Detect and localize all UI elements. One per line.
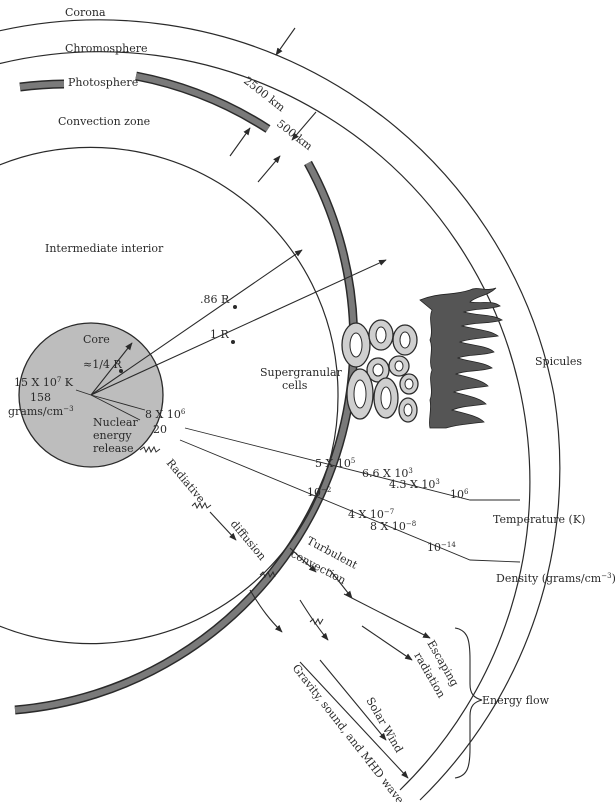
label-photosphere: Photosphere — [68, 76, 138, 89]
label-density-axis: Density (grams/cm−3) — [496, 572, 615, 585]
supergranular-cells — [341, 319, 419, 423]
interior-boundary — [0, 146, 339, 645]
density-value: 10−14 — [427, 541, 456, 554]
thickness-arrows — [229, 27, 317, 183]
label-solar-wind: Solar Wind — [363, 695, 405, 755]
photosphere-band-fill — [135, 73, 270, 132]
radius-086-arrow — [90, 249, 303, 396]
temp-value: 4.3 X 103 — [389, 478, 440, 491]
core-left-pointer — [75, 389, 92, 396]
density-line — [179, 439, 521, 563]
convection-curve-1 — [249, 589, 283, 633]
radiative-squiggle-4 — [309, 617, 324, 626]
density-value: 10−2 — [307, 486, 331, 499]
density-value: 20 — [153, 423, 167, 436]
core-density-pointer — [90, 394, 141, 421]
temp-value: 8 X 106 — [145, 408, 186, 421]
cell — [368, 319, 394, 351]
density-value: 4 X 10−7 — [348, 508, 394, 521]
temp-value: 106 — [450, 488, 469, 501]
core-temp-pointer — [90, 394, 146, 411]
label-release: release — [93, 442, 134, 455]
temp-value: 5 X 105 — [315, 457, 355, 470]
sun-shells — [0, 19, 561, 801]
diffusion-arrow-1 — [209, 511, 237, 541]
solar-symbol-dot — [233, 305, 237, 309]
radiative-squiggle-3 — [259, 570, 276, 579]
profile-lines — [179, 427, 521, 563]
core-radius-arrow — [90, 342, 133, 396]
cell — [373, 377, 399, 419]
label-core: Core — [83, 333, 110, 346]
cell — [399, 373, 419, 395]
cell — [366, 357, 390, 383]
temperature-line — [184, 427, 520, 501]
radius-1-arrow — [90, 259, 387, 396]
label-500-km: 500 km — [274, 117, 315, 153]
cell — [388, 355, 410, 377]
label-energy-flow: Energy flow — [482, 694, 550, 707]
waves-arrow — [299, 661, 409, 779]
cell — [392, 324, 418, 356]
label-supergranular: Supergranular — [260, 366, 343, 379]
photosphere-band-right-fill — [14, 161, 357, 713]
label-radiative: Radiative — [164, 457, 208, 506]
temp-value: 6.6 X 103 — [362, 467, 413, 480]
label-chromosphere: Chromosphere — [65, 42, 147, 55]
label-086-r: .86 R — [200, 293, 230, 306]
label-cells: cells — [282, 379, 308, 392]
label-nuclear: Nuclear — [93, 416, 138, 429]
chromosphere-arrow-top — [275, 27, 296, 56]
escaping-arrow-2 — [361, 625, 413, 661]
solar-symbol-dot — [119, 369, 123, 373]
energy-flow-arrows — [139, 445, 431, 779]
convection-curve-2 — [299, 599, 329, 641]
label-convection-zone: Convection zone — [58, 115, 150, 128]
label-spicules: Spicules — [535, 355, 582, 368]
convection-arrow — [329, 569, 353, 599]
chromosphere-arrow-bottom — [229, 127, 251, 157]
escaping-arrow-1 — [343, 593, 431, 639]
turbulent-arrow — [289, 547, 317, 573]
label-core-density: 158 — [30, 391, 51, 404]
label-core-temperature: 15 X 107 K — [14, 376, 74, 389]
photosphere-band-left-fill — [19, 81, 65, 90]
cell — [398, 397, 418, 423]
label-2500-km: 2500 km — [241, 74, 288, 115]
density-value: 8 X 10−8 — [370, 520, 416, 533]
solar-wind-arrow — [319, 659, 387, 741]
radiative-squiggle-2 — [191, 501, 212, 510]
spicules — [419, 287, 503, 429]
label-corona: Corona — [65, 6, 106, 19]
label-diffusion: diffusion — [228, 518, 269, 563]
label-core-density-unit: grams/cm−3 — [8, 405, 74, 418]
cell — [346, 368, 374, 420]
corona-boundary — [0, 19, 561, 801]
energy-flow-brace — [454, 627, 483, 779]
radius-indicators — [75, 249, 387, 421]
label-intermediate-interior: Intermediate interior — [45, 242, 164, 255]
photosphere-arrow-bottom — [257, 155, 281, 183]
chromosphere-boundary — [0, 51, 531, 791]
spicule-cluster — [419, 287, 503, 429]
photosphere-arrow-top — [291, 111, 317, 141]
solar-symbol-dot — [231, 340, 235, 344]
radiative-squiggle-1 — [139, 445, 161, 454]
label-energy: energy — [93, 429, 132, 442]
label-1-r: 1 R — [210, 328, 229, 341]
label-core-radius: ≈1/4 R — [83, 358, 122, 371]
label-temperature-axis: Temperature (K) — [493, 513, 585, 526]
cell — [341, 322, 371, 368]
